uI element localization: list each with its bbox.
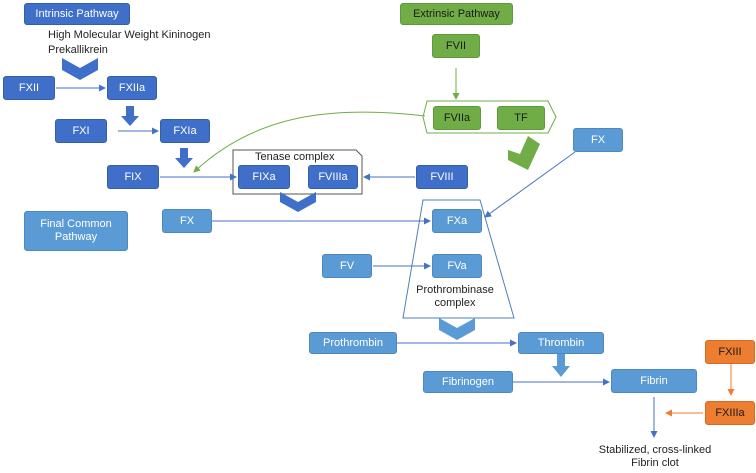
- block-arrow-fxia-fix: [175, 148, 193, 168]
- fxiiia-node: FXIIIa: [705, 401, 755, 425]
- final-common-line2: Pathway: [54, 231, 98, 243]
- fix-node: FIX: [107, 165, 159, 189]
- fibrinogen-node: Fibrinogen: [423, 371, 513, 393]
- fxii-node: FXII: [3, 76, 55, 100]
- prothrombinase-outline: [402, 199, 515, 319]
- fv-node: FV: [322, 254, 372, 278]
- chevron-prothrombinase: [439, 318, 475, 340]
- fviii-node: FVIII: [416, 165, 468, 189]
- prothrombin-node: Prothrombin: [309, 332, 397, 354]
- prekallikrein-label: Prekallikrein: [48, 44, 108, 56]
- fxa-node: FXa: [432, 209, 482, 233]
- fibrin-clot-line1: Stabilized, cross-linked: [598, 444, 712, 456]
- chevron-kininogen: [62, 58, 98, 80]
- kininogen-label: High Molecular Weight Kininogen: [48, 29, 211, 41]
- fvii-node: FVII: [432, 34, 480, 58]
- fviia-node: FVIIa: [433, 106, 481, 130]
- fx-right-node: FX: [573, 128, 623, 152]
- fxiii-node: FXIII: [705, 340, 755, 364]
- fx-left-node: FX: [162, 209, 212, 233]
- fxia-node: FXIa: [160, 119, 210, 143]
- fibrin-node: Fibrin: [611, 369, 697, 393]
- tenase-complex-outline: [232, 149, 363, 195]
- fva-node: FVa: [432, 254, 482, 278]
- chevron-tenase: [280, 192, 316, 212]
- fxiia-node: FXIIa: [107, 76, 157, 100]
- fxi-node: FXI: [55, 119, 107, 143]
- thrombin-node: Thrombin: [518, 332, 604, 354]
- tenase-complex-label: Tenase complex: [255, 151, 335, 163]
- final-common-line1: Final Common: [40, 218, 112, 230]
- prothrombinase-line1: Prothrombinase: [416, 284, 494, 296]
- block-arrow-thrombin: [552, 354, 570, 377]
- prothrombinase-line2: complex: [434, 297, 476, 309]
- fibrin-clot-label: Stabilized, cross-linked Fibrin clot: [585, 444, 725, 470]
- fviiia-node: FVIIIa: [308, 165, 358, 189]
- fixa-node: FIXa: [238, 165, 290, 189]
- fviia-tf-outline: [422, 100, 557, 134]
- final-common-pathway-title: Final Common Pathway: [24, 211, 128, 251]
- block-arrow-fxiia-fxia: [121, 106, 139, 126]
- fibrin-clot-line2: Fibrin clot: [631, 457, 679, 469]
- prothrombinase-label: Prothrombinase complex: [409, 284, 501, 310]
- chevron-extrinsic: [508, 136, 540, 170]
- extrinsic-pathway-title: Extrinsic Pathway: [400, 3, 513, 25]
- tf-node: TF: [497, 106, 545, 130]
- intrinsic-pathway-title: Intrinsic Pathway: [24, 3, 130, 25]
